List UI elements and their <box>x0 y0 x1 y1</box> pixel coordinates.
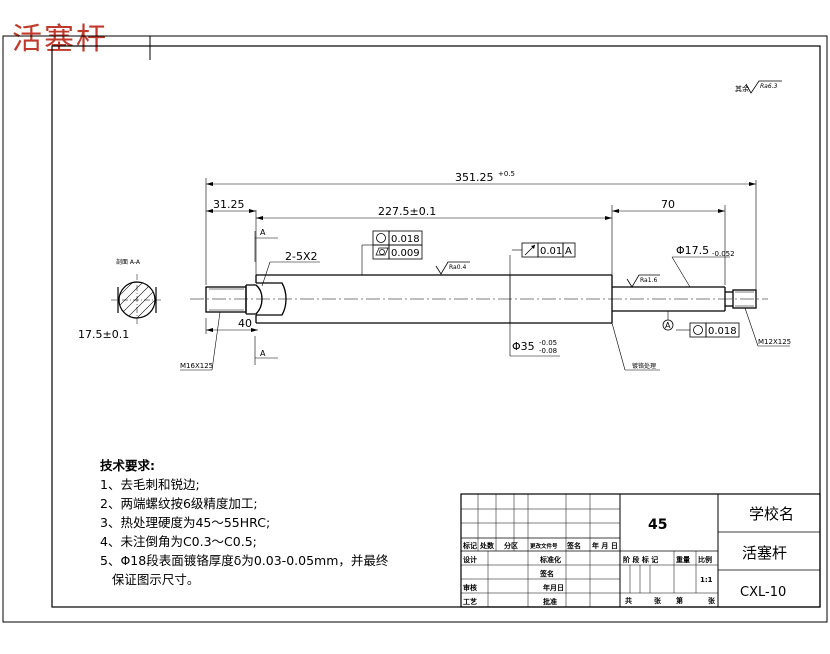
svg-text:0.018: 0.018 <box>708 326 737 337</box>
dim-right-end: 70 <box>661 198 675 211</box>
material: 45 <box>648 517 667 533</box>
title-block <box>460 493 821 608</box>
svg-text:共: 共 <box>625 596 632 605</box>
svg-text:阶 段 标 记: 阶 段 标 记 <box>623 555 658 564</box>
thread-right-label: M12X125 <box>758 338 791 346</box>
tech-item: 1、去毛刺和锐边; <box>100 477 200 492</box>
gdt-frame-right: 0.018 <box>676 322 740 338</box>
svg-text:年 月 日: 年 月 日 <box>592 541 618 550</box>
dimension-texts: 351.25 +0.5 31.25 227.5±0.1 70 2-5X2 40 … <box>78 170 791 370</box>
section-view: 剖面 A-A <box>111 258 163 326</box>
svg-text:1:1: 1:1 <box>700 576 713 584</box>
dimension-arrows <box>206 182 756 332</box>
cylindricity-icon <box>375 247 389 256</box>
thread-left-label: M16X125 <box>180 362 213 370</box>
svg-text:0.01: 0.01 <box>540 246 562 257</box>
svg-text:Ra0.4: Ra0.4 <box>449 264 466 271</box>
svg-text:签名: 签名 <box>566 541 581 550</box>
tech-item: 2、两端螺纹按6级精度加工; <box>100 496 258 511</box>
svg-text:0.018: 0.018 <box>391 234 420 245</box>
inner-frame <box>51 45 821 608</box>
svg-text:A: A <box>565 246 572 257</box>
part-name: 活塞杆 <box>742 544 787 562</box>
svg-text:审核: 审核 <box>463 583 477 592</box>
title-block-labels: 标记 处数 分区 更改文件号 签名 年 月 日 设计 标准化 签名 审核 年月日… <box>462 541 716 606</box>
roughness-right: Ra1.6 <box>626 274 660 288</box>
dim-overall: 351.25 <box>455 171 494 184</box>
drawing-number: CXL-10 <box>740 585 786 600</box>
dim-mid-length: 227.5±0.1 <box>378 205 436 218</box>
dim-dia-right-tol: -0.052 <box>712 250 735 258</box>
svg-text:其余: 其余 <box>735 84 749 93</box>
datum-marker: A <box>662 311 674 331</box>
svg-text:签名: 签名 <box>539 569 554 578</box>
dim-dia-main-tol-top: -0.05 <box>539 339 557 347</box>
dim-dia-main-tol-bot: -0.08 <box>539 347 557 355</box>
page-title: 活塞杆 <box>12 22 108 57</box>
svg-text:Ra1.6: Ra1.6 <box>640 277 657 284</box>
dimension-lines <box>205 178 757 365</box>
tech-heading: 技术要求: <box>100 458 155 473</box>
leaders <box>180 255 790 371</box>
svg-text:张: 张 <box>654 596 662 605</box>
svg-text:比例: 比例 <box>698 555 712 564</box>
svg-text:分区: 分区 <box>504 541 518 550</box>
cut-letter-top: A <box>260 228 266 237</box>
roughness-general: 其余 Ra6.3 <box>735 80 782 94</box>
svg-text:处数: 处数 <box>479 541 495 550</box>
svg-text:批准: 批准 <box>543 597 557 606</box>
title-block-main: 45 学校名 活塞杆 CXL-10 <box>648 505 794 600</box>
tech-requirements: 技术要求: 1、去毛刺和锐边; 2、两端螺纹按6级精度加工; 3、热处理硬度为4… <box>100 456 388 589</box>
svg-text:重量: 重量 <box>676 555 690 564</box>
gdt-frame-left: 0.018 0.009 <box>361 230 423 275</box>
tech-item: 保证图示尺寸。 <box>100 572 200 587</box>
circularity-icon <box>376 233 386 243</box>
school-name: 学校名 <box>749 505 794 523</box>
dim-overall-tol: +0.5 <box>498 170 515 178</box>
cut-letter-bottom: A <box>260 349 266 358</box>
svg-text:第: 第 <box>676 596 683 605</box>
svg-text:0.009: 0.009 <box>391 248 420 259</box>
dim-left-shoulder: 40 <box>238 317 252 330</box>
svg-text:设计: 设计 <box>463 555 477 564</box>
dim-dia-main: Φ35 <box>512 340 535 353</box>
tech-item: 4、未注倒角为C0.3～C0.5; <box>100 534 257 549</box>
tech-item: 5、Φ18段表面镀铬厚度δ为0.03-0.05mm，并最终 <box>100 553 389 568</box>
circularity-icon <box>693 325 703 335</box>
svg-text:标记: 标记 <box>462 541 477 550</box>
shaft <box>205 274 757 324</box>
dim-left-end: 31.25 <box>213 198 245 211</box>
dim-groove: 2-5X2 <box>285 250 318 263</box>
gdt-frame-runout: 0.01 A <box>512 242 576 258</box>
plating-note: 镀铬处理 <box>632 362 656 370</box>
roughness-mid: Ra0.4 <box>435 261 470 275</box>
svg-text:张: 张 <box>708 596 716 605</box>
svg-text:剖面 A-A: 剖面 A-A <box>116 258 141 266</box>
dim-section: 17.5±0.1 <box>78 328 129 341</box>
svg-text:工艺: 工艺 <box>463 597 477 606</box>
svg-text:年月日: 年月日 <box>543 583 564 592</box>
dim-dia-right: Φ17.5 <box>676 244 709 257</box>
svg-text:Ra6.3: Ra6.3 <box>760 83 778 90</box>
svg-text:A: A <box>665 321 671 330</box>
outer-frame <box>2 35 828 623</box>
svg-text:标准化: 标准化 <box>539 555 561 564</box>
svg-text:更改文件号: 更改文件号 <box>530 542 558 550</box>
tech-item: 3、热处理硬度为45～55HRC; <box>100 515 271 530</box>
